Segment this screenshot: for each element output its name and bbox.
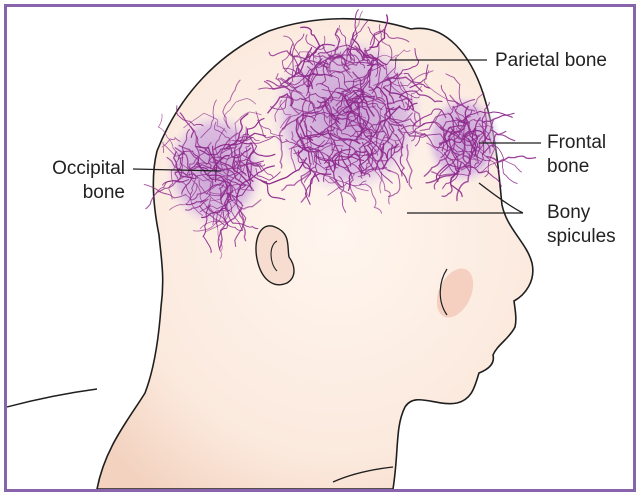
label-occipital-bone: Occipital bone bbox=[35, 157, 125, 205]
label-frontal-bone: Frontal bone bbox=[547, 131, 606, 179]
head-illustration bbox=[7, 7, 633, 489]
diagram-frame: Parietal bone Frontal bone Occipital bon… bbox=[4, 4, 636, 492]
shoulder-line bbox=[7, 389, 97, 407]
label-parietal-bone: Parietal bone bbox=[495, 49, 607, 73]
label-bony-spicules: Bony spicules bbox=[547, 201, 616, 249]
